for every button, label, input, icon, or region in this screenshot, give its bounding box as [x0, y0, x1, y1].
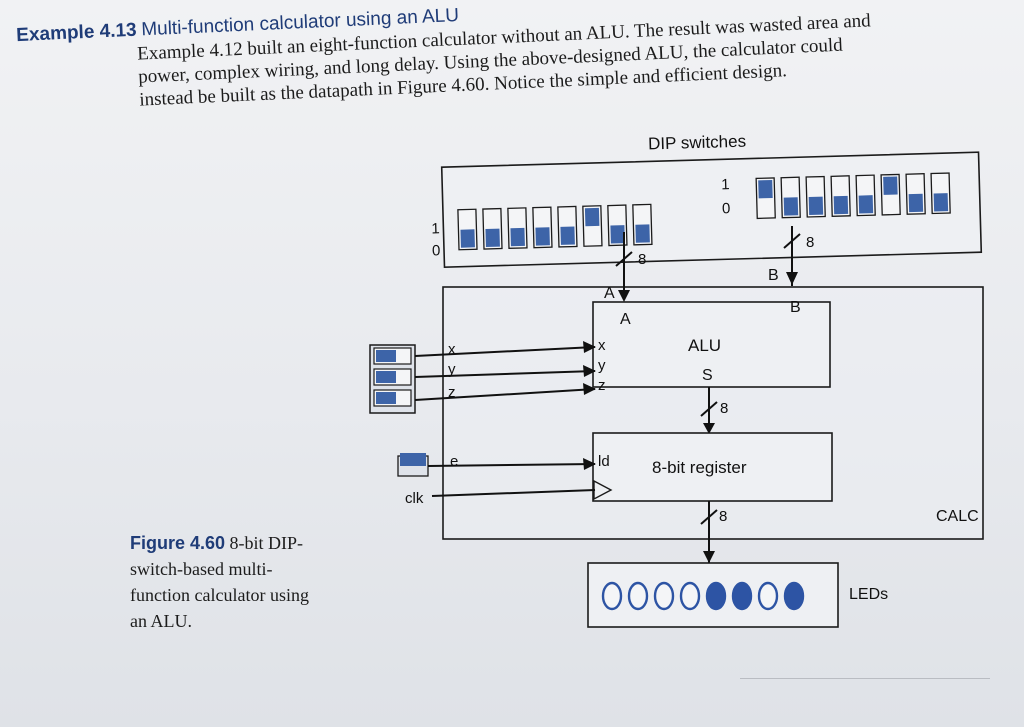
x-wire — [414, 346, 596, 357]
right-switch-one-label: 1 — [721, 176, 730, 193]
left-switch-bank — [457, 203, 653, 251]
led-bank — [601, 581, 805, 611]
left-switch-cap-0 — [460, 229, 475, 248]
led-7 — [783, 581, 805, 611]
alu-title: ALU — [688, 336, 721, 355]
y-input-label: y — [448, 361, 456, 378]
alu-port-a: A — [620, 311, 631, 328]
register-output-width: 8 — [719, 508, 727, 525]
enable-button-cap — [400, 453, 426, 466]
led-3 — [679, 581, 701, 611]
b-bus-slash — [783, 233, 801, 249]
left-switch-cap-7 — [635, 224, 650, 243]
b-bus-label: B — [768, 267, 779, 284]
e-wire — [427, 463, 596, 467]
calc-label: CALC — [936, 508, 979, 525]
figure-caption-line-1: 8-bit DIP- — [229, 533, 304, 553]
figure-caption-line-2: switch-based multi- — [130, 559, 273, 579]
register-output-arrow — [703, 551, 715, 563]
clk-label: clk — [405, 490, 424, 507]
control-switch-cap-0 — [376, 350, 396, 362]
z-wire-arrow — [583, 383, 596, 395]
leds-label: LEDs — [849, 586, 888, 603]
right-switch-cap-5 — [883, 176, 898, 195]
right-switch-cap-6 — [908, 193, 924, 213]
right-switch-cap-4 — [858, 195, 874, 214]
right-switch-cap-2 — [808, 196, 824, 215]
dip-switches-label: DIP switches — [648, 132, 746, 154]
alu-port-s: S — [702, 367, 713, 384]
a-bus-arrow — [618, 290, 630, 302]
alu-port-z: z — [598, 377, 606, 394]
y-wire — [414, 370, 596, 378]
left-switch-zero-label: 0 — [432, 242, 441, 259]
right-switch-bank — [755, 172, 951, 220]
left-switch-one-label: 1 — [431, 220, 440, 237]
control-switch-cap-2 — [376, 392, 396, 404]
y-wire-arrow — [583, 365, 596, 377]
clk-wire — [431, 489, 596, 497]
b-bus-width: 8 — [806, 234, 814, 251]
page-rule — [740, 678, 990, 679]
led-1 — [627, 581, 649, 611]
a-bus-label: A — [604, 285, 615, 302]
alu-output-width: 8 — [720, 400, 728, 417]
figure-caption-line-4: an ALU. — [130, 611, 192, 631]
figure-label: Figure 4.60 — [130, 533, 226, 553]
x-wire-arrow — [583, 341, 596, 353]
led-4 — [705, 581, 727, 611]
register-box — [592, 432, 833, 502]
left-switch-cap-3 — [535, 227, 550, 246]
x-input-label: x — [448, 341, 456, 358]
b-bus-arrow — [786, 272, 798, 285]
alu-port-b: B — [790, 299, 801, 316]
led-6 — [757, 581, 779, 611]
control-switch-cap-1 — [376, 371, 396, 383]
z-wire — [414, 388, 596, 401]
alu-box — [592, 301, 831, 388]
left-switch-cap-5 — [584, 207, 600, 227]
e-input-label: e — [450, 453, 458, 470]
register-port-ld: ld — [598, 453, 610, 470]
left-switch-cap-4 — [560, 226, 575, 245]
figure-caption: Figure 4.60 8-bit DIP- switch-based mult… — [130, 530, 340, 634]
led-5 — [731, 581, 753, 611]
left-switch-cap-6 — [610, 225, 625, 244]
a-bus-width: 8 — [638, 251, 646, 268]
led-2 — [653, 581, 675, 611]
alu-output-slash — [700, 401, 718, 417]
z-input-label: z — [448, 384, 456, 401]
alu-output-arrow — [703, 423, 715, 434]
right-switch-cap-0 — [758, 179, 773, 199]
figure-caption-line-3: function calculator using — [130, 585, 309, 605]
control-switch-bank — [373, 347, 412, 407]
e-wire-arrow — [583, 458, 596, 470]
right-switch-cap-3 — [833, 195, 849, 215]
alu-port-x: x — [598, 337, 606, 354]
a-bus-slash — [615, 251, 633, 267]
right-switch-cap-1 — [783, 197, 799, 216]
left-switch-cap-2 — [510, 227, 525, 247]
right-switch-cap-7 — [933, 193, 949, 212]
register-output-slash — [700, 509, 718, 525]
left-switch-cap-1 — [485, 228, 500, 247]
register-title: 8-bit register — [652, 458, 747, 477]
led-0 — [601, 581, 623, 611]
right-switch-zero-label: 0 — [722, 200, 731, 217]
alu-port-y: y — [598, 357, 606, 374]
